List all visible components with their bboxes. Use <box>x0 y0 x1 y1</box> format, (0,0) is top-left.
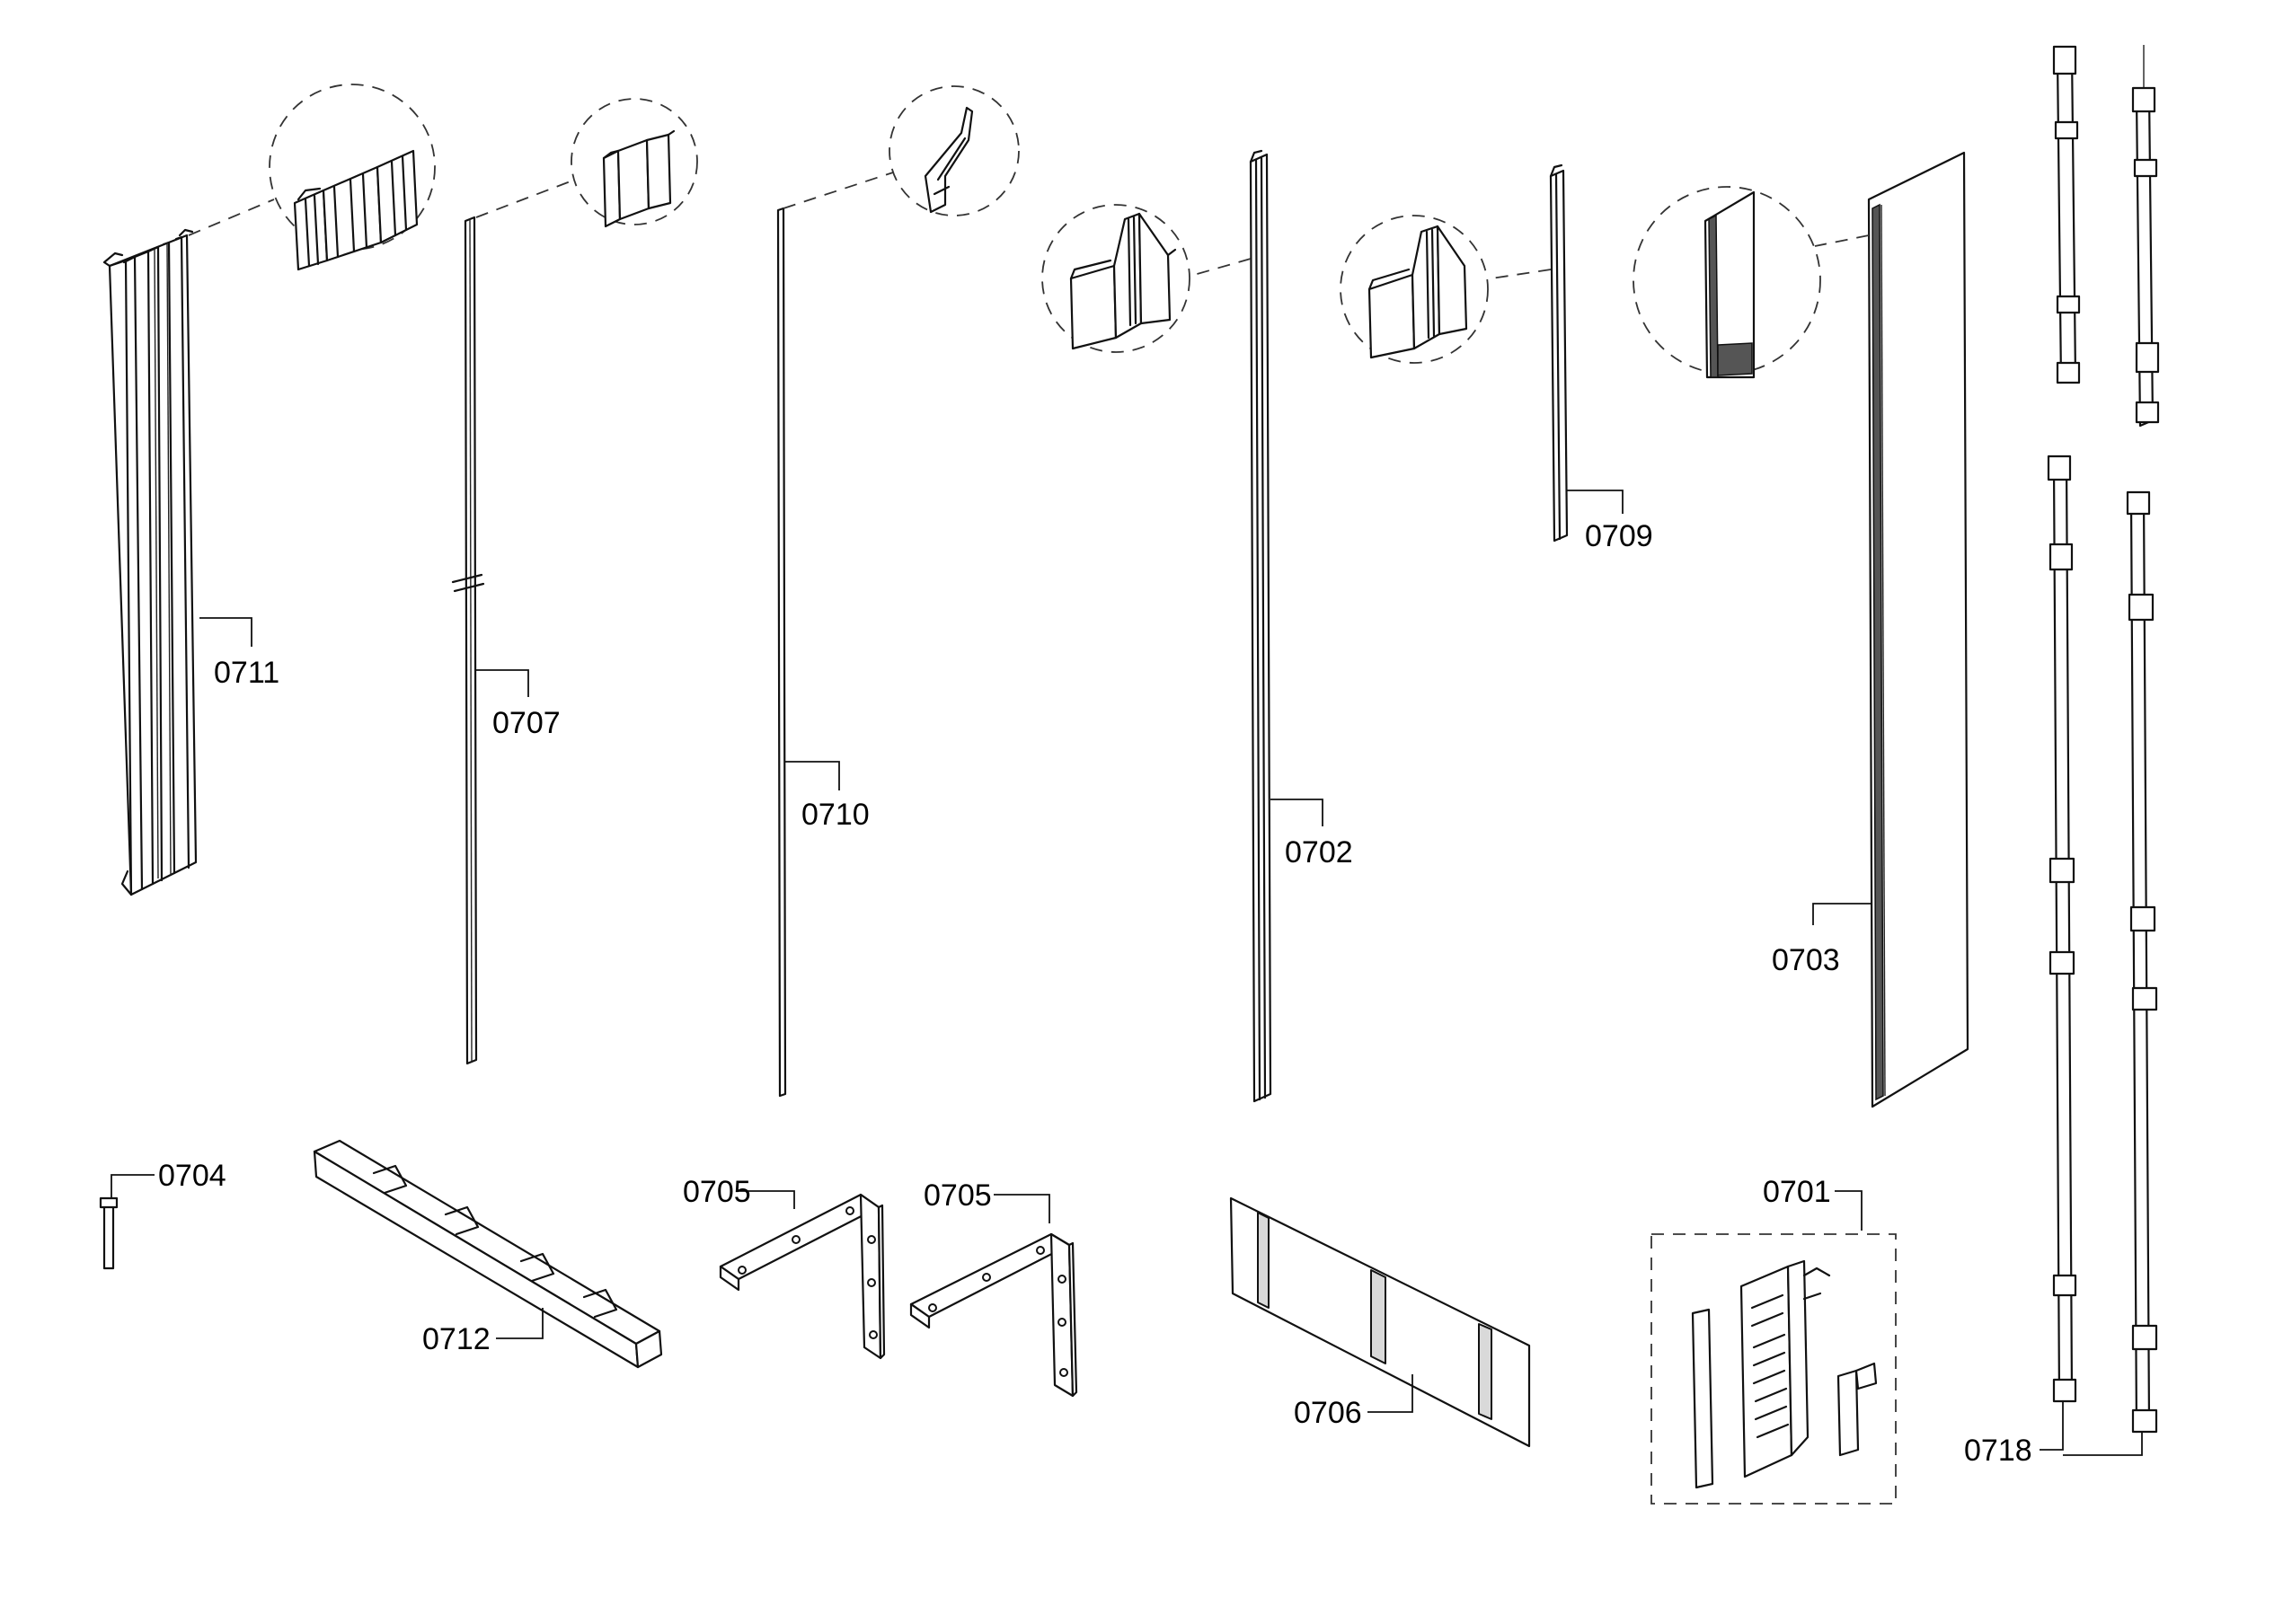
part-label-0705-left: 0705 <box>683 1175 751 1209</box>
part-0705-bracket-right <box>909 1232 1078 1398</box>
part-label-0709: 0709 <box>1585 519 1653 553</box>
part-0710-rod <box>776 207 787 1098</box>
detail-callout-0707 <box>475 98 698 228</box>
part-0718-rail-top-left <box>2052 45 2081 384</box>
detail-callout-0710 <box>783 85 1020 216</box>
part-label-0704: 0704 <box>158 1159 226 1193</box>
label-0709: 0709 <box>1567 490 1653 553</box>
part-0718-rail-top-right <box>2131 45 2160 428</box>
detail-callout-0711 <box>188 84 436 271</box>
part-label-0701: 0701 <box>1763 1175 1831 1209</box>
part-0703-panel <box>1867 151 1969 1108</box>
part-0711-profile <box>102 228 198 896</box>
label-0705-right: 0705 <box>924 1178 1050 1223</box>
part-label-0718: 0718 <box>1964 1434 2032 1468</box>
detail-callout-0702 <box>1041 204 1252 353</box>
part-0702-channel <box>1249 149 1272 1103</box>
part-label-0707: 0707 <box>492 706 561 740</box>
label-0704: 0704 <box>111 1159 226 1198</box>
part-0706-plate <box>1229 1196 1531 1448</box>
label-0706: 0706 <box>1294 1374 1413 1430</box>
part-label-0710: 0710 <box>801 798 870 832</box>
part-0704-pin <box>99 1196 119 1270</box>
label-0718: 0718 <box>1964 1401 2143 1468</box>
part-0701-kit <box>1650 1233 1897 1505</box>
label-0712: 0712 <box>422 1308 544 1356</box>
label-0703: 0703 <box>1772 903 1871 977</box>
part-0707-strip <box>451 216 485 1065</box>
label-0702: 0702 <box>1270 799 1353 869</box>
detail-callout-0703 <box>1633 186 1870 379</box>
part-label-0712: 0712 <box>422 1322 491 1356</box>
part-label-0703: 0703 <box>1772 943 1840 977</box>
part-label-0711: 0711 <box>214 656 279 690</box>
label-0707: 0707 <box>476 669 561 740</box>
part-0712-angle-rail <box>313 1139 663 1369</box>
part-0705-bracket-left <box>719 1193 886 1360</box>
detail-callout-0709 <box>1340 215 1552 364</box>
label-0705-left: 0705 <box>683 1175 795 1209</box>
part-0709-short-channel <box>1549 163 1569 543</box>
label-0701: 0701 <box>1763 1175 1863 1231</box>
part-label-0705-right: 0705 <box>924 1178 992 1213</box>
part-0718-rail-bottom-left <box>2047 455 2077 1403</box>
label-0710: 0710 <box>785 761 870 832</box>
part-label-0702: 0702 <box>1285 835 1353 869</box>
part-0718-rail-bottom-right <box>2126 490 2158 1434</box>
part-label-0706: 0706 <box>1294 1396 1362 1430</box>
label-0711: 0711 <box>199 617 279 690</box>
